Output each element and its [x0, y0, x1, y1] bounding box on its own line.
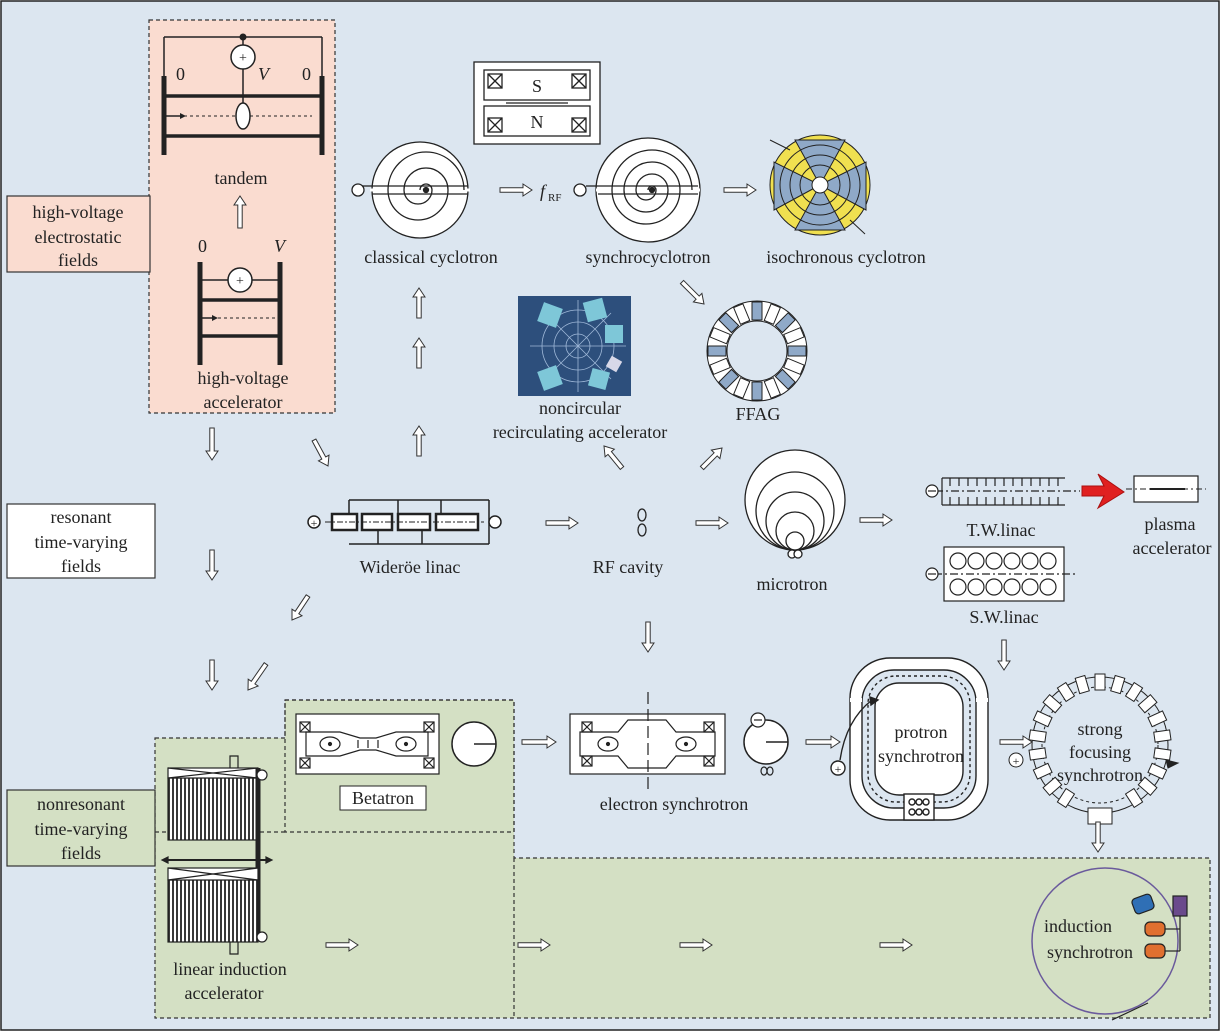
induction-label-1: induction: [1044, 916, 1112, 936]
hv-accelerator-label-2: accelerator: [204, 392, 283, 412]
strong-focusing-magnet: [1029, 730, 1046, 742]
category-electrostatic-line3: fields: [58, 250, 98, 270]
category-electrostatic: high-voltage electrostatic fields: [7, 196, 150, 272]
magnet-north: N: [531, 112, 544, 132]
strong-label-1: strong: [1078, 719, 1123, 739]
strong-focusing-magnet: [1029, 748, 1046, 760]
category-resonant-line3: fields: [61, 556, 101, 576]
hv-zero-voltage: 0: [198, 236, 207, 256]
betatron-label: Betatron: [352, 788, 414, 808]
category-resonant-line2: time-varying: [35, 532, 128, 552]
category-nonresonant: nonresonant time-varying fields: [7, 790, 155, 866]
isochronous-cyclotron-label: isochronous cyclotron: [766, 247, 925, 267]
noncircular-accelerator-image: [518, 296, 631, 396]
protron-label-1: protron: [895, 722, 948, 742]
isochronous-cyclotron-diagram: [770, 135, 870, 235]
tandem-right-voltage: 0: [302, 64, 311, 84]
noncircular-label-2: recirculating accelerator: [493, 422, 667, 442]
ffag-diagram: [707, 301, 807, 401]
category-resonant-line1: resonant: [51, 507, 112, 527]
frf-subscript: RF: [548, 192, 561, 204]
linear-induction-label-1: linear induction: [173, 959, 286, 979]
category-electrostatic-line1: high-voltage: [33, 202, 124, 222]
svg-text:+: +: [311, 516, 318, 530]
sw-linac-label: S.W.linac: [969, 607, 1038, 627]
plasma-label-1: plasma: [1145, 514, 1196, 534]
plasma-label-2: accelerator: [1133, 538, 1212, 558]
strong-focusing-magnet: [1154, 730, 1171, 742]
strong-label-2: focusing: [1069, 742, 1131, 762]
strong-label-3: synchrotron: [1057, 765, 1143, 785]
category-nonresonant-line2: time-varying: [35, 819, 128, 839]
ffag-magnet: [708, 346, 726, 356]
hv-accelerator-label-1: high-voltage: [198, 368, 289, 388]
rf-cavity-label: RF cavity: [593, 557, 664, 577]
classical-cyclotron-label: classical cyclotron: [364, 247, 497, 267]
svg-text:+: +: [835, 762, 842, 776]
ffag-magnet: [752, 302, 762, 320]
strong-focusing-magnet: [1154, 748, 1171, 760]
magnet-south: S: [532, 76, 542, 96]
svg-text:+: +: [236, 274, 244, 289]
induction-label-2: synchrotron: [1047, 942, 1133, 962]
electron-synchrotron-label: electron synchrotron: [600, 794, 748, 814]
wideroe-linac-label: Wideröe linac: [360, 557, 461, 577]
noncircular-label-1: noncircular: [539, 398, 621, 418]
svg-text:+: +: [239, 51, 247, 66]
linear-induction-label-2: accelerator: [185, 983, 264, 1003]
synchrocyclotron-label: synchrocyclotron: [586, 247, 711, 267]
plasma-accelerator-diagram: [1126, 476, 1206, 502]
strong-focusing-magnet: [1095, 674, 1105, 690]
tw-linac-label: T.W.linac: [967, 520, 1036, 540]
microtron-label: microtron: [757, 574, 828, 594]
sw-linac-diagram: [926, 547, 1076, 601]
category-nonresonant-line1: nonresonant: [37, 794, 125, 814]
tandem-left-voltage: 0: [176, 64, 185, 84]
category-resonant: resonant time-varying fields: [7, 504, 155, 578]
ffag-magnet: [752, 382, 762, 400]
protron-label-2: synchrotron: [878, 746, 964, 766]
category-electrostatic-line2: electrostatic: [35, 227, 122, 247]
tandem-label: tandem: [215, 168, 268, 188]
ffag-magnet: [788, 346, 806, 356]
category-nonresonant-line3: fields: [61, 843, 101, 863]
svg-text:+: +: [1013, 754, 1020, 768]
ffag-label: FFAG: [736, 404, 781, 424]
